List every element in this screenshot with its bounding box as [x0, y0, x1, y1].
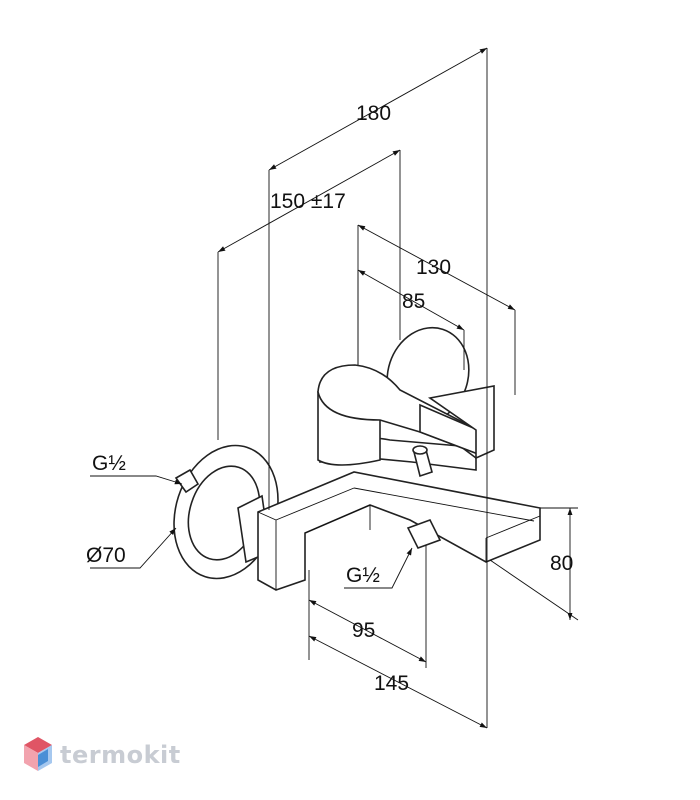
- inlet-connector: [174, 468, 200, 494]
- mixer-body: [257, 471, 541, 591]
- label-height: 80: [550, 552, 573, 575]
- label-body-depth: 145: [374, 672, 409, 695]
- leader-outlet-thread: [344, 547, 413, 589]
- label-handle-offset: 85: [402, 290, 425, 313]
- dim-line-130: [357, 224, 516, 311]
- label-escutcheon-diameter: Ø70: [86, 544, 126, 567]
- dim-line-85: [357, 269, 465, 331]
- leader-inlet-thread: [90, 475, 183, 485]
- dim-line-145: [308, 635, 488, 729]
- dim-line-180: [268, 47, 488, 171]
- label-inlet-thread: G½: [92, 452, 126, 475]
- brand-name: termokit: [60, 741, 181, 769]
- dimension-lines: [90, 47, 573, 729]
- dim-line-150: [217, 149, 401, 253]
- label-outlet-thread: G½: [346, 564, 380, 587]
- label-spout-offset: 95: [352, 619, 375, 642]
- brand-watermark: termokit: [24, 737, 181, 773]
- faucet-illustration: [173, 326, 541, 591]
- label-wall-offset: 150 ±17: [270, 190, 346, 213]
- termokit-logo-icon: [24, 737, 52, 771]
- leader-escutcheon: [90, 527, 177, 569]
- dimension-labels: 180 150 ±17 130 85 80 95 145 G½ Ø70 G½: [86, 102, 573, 695]
- label-handle-depth: 130: [416, 256, 451, 279]
- spout-outlet: [406, 519, 442, 549]
- label-overall-depth: 180: [356, 102, 391, 125]
